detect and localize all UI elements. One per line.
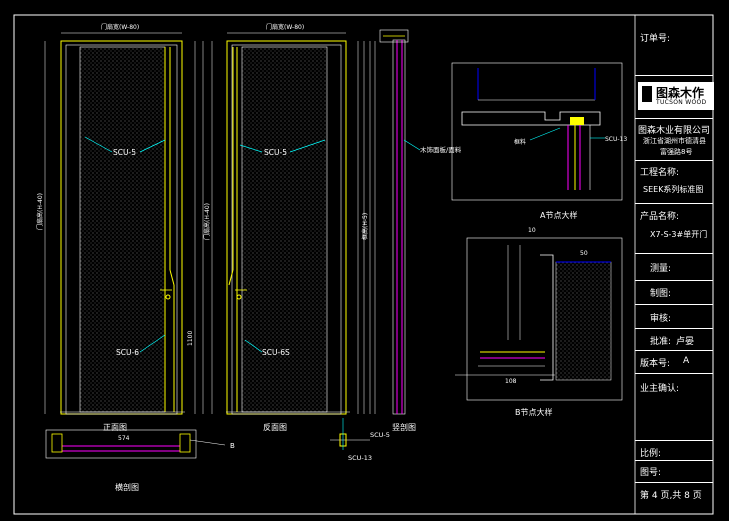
front-view [44,32,204,415]
address-line1: 浙江省湖州市德清县 [643,137,706,145]
front-handle [165,294,171,300]
callout-veneer: 木饰面板/面料 [420,145,462,154]
callout-scu5-bottom: SCU-5 [370,431,390,439]
view-detail-a-label: A节点大样 [540,210,577,220]
callout-scu6-back: SCU-6S [262,348,290,357]
owner-confirm-label: 业主确认: [640,384,680,394]
project-label: 工程名称: [640,168,680,178]
dim-height-back: 门扇高(H-40) [203,203,211,240]
view-front-label: 正面图 [103,423,127,432]
callout-frame-a: 框料 [514,138,526,146]
draw-label: 制图: [650,289,672,299]
dim-width-back: 门扇宽(W-80) [266,23,304,31]
project-name: SEEK系列标准图 [643,185,704,194]
scale-label: 比例: [640,449,662,459]
callout-scu13-a: SCU-13 [605,136,627,143]
view-detail-b-label: B节点大样 [515,407,553,417]
order-no-label: 订单号: [640,34,671,44]
review-label: 审核: [650,314,672,324]
page-info: 第 4 页,共 8 页 [640,491,702,501]
address-line2: 富强路8号 [660,148,693,156]
callout-scu13-bottom: SCU-13 [348,454,372,462]
view-horizontal-label: 横剖图 [115,482,139,492]
version-label: 版本号: [640,359,671,369]
detail-a [451,62,623,201]
company-logo: 图森木作 TUCSON WOOD [638,82,714,110]
bottom-detail [330,418,370,450]
dim-width-front: 门扇宽(W-80) [101,23,139,31]
dim-574: 574 [118,435,130,442]
callout-b-marker: B [230,442,235,450]
view-vertical-label: 竖剖图 [392,422,416,432]
product-name: X7-S-3#单开门 [650,230,708,239]
logo-mark-icon [642,86,652,102]
dim-108: 108 [505,378,517,385]
callout-scu6-front: SCU-6 [116,348,139,357]
back-view [211,32,365,415]
dim-height-front: 门扇高(H-40) [36,193,44,230]
callout-scu5-back: SCU-5 [264,148,287,157]
dim-50: 50 [580,250,588,257]
version-value: A [683,356,690,366]
product-label: 产品名称: [640,212,680,222]
approve-label: 批准: [650,337,672,347]
horizontal-section [45,429,226,459]
front-door-panel [79,46,166,413]
dim-hinge: 1100 [187,331,194,346]
approver: 卢晏 [676,337,695,347]
back-door-panel [241,46,328,413]
company-name: 图森木业有限公司 [638,126,711,136]
vertical-section [369,29,421,415]
survey-label: 测量: [650,264,672,274]
title-block-border [634,14,714,515]
detail-b [455,237,623,401]
dim-frame-height: 框高(H-5) [361,213,369,240]
callout-scu5-front: SCU-5 [113,148,136,157]
drawing-no-label: 图号: [640,468,662,478]
back-handle [236,294,242,300]
view-back-label: 反面图 [263,422,287,432]
dim-10: 10 [528,227,536,234]
